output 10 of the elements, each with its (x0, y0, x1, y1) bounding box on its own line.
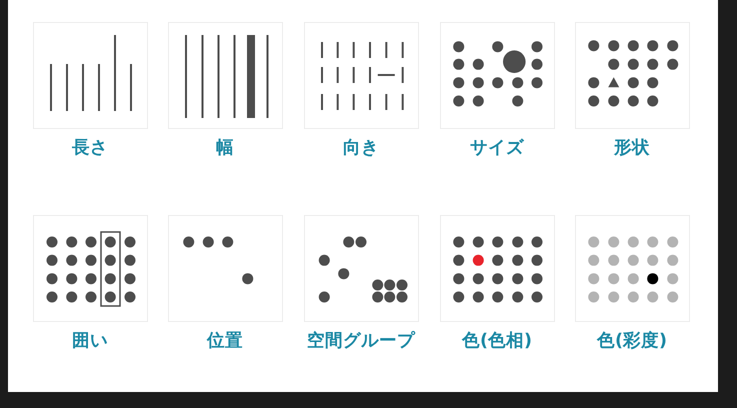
node-label: サイズ (470, 138, 524, 158)
node-label: 長さ (72, 138, 108, 158)
node-label: 色(色相) (462, 331, 532, 351)
node-label: 向き (343, 138, 379, 158)
node-label: 形状 (614, 138, 650, 158)
node-label: 幅 (216, 138, 234, 158)
node-label: 位置 (207, 331, 243, 351)
node-label: 空間グループ (307, 331, 415, 351)
node-label: 色(彩度) (597, 331, 667, 351)
node-label: 囲い (72, 331, 108, 351)
